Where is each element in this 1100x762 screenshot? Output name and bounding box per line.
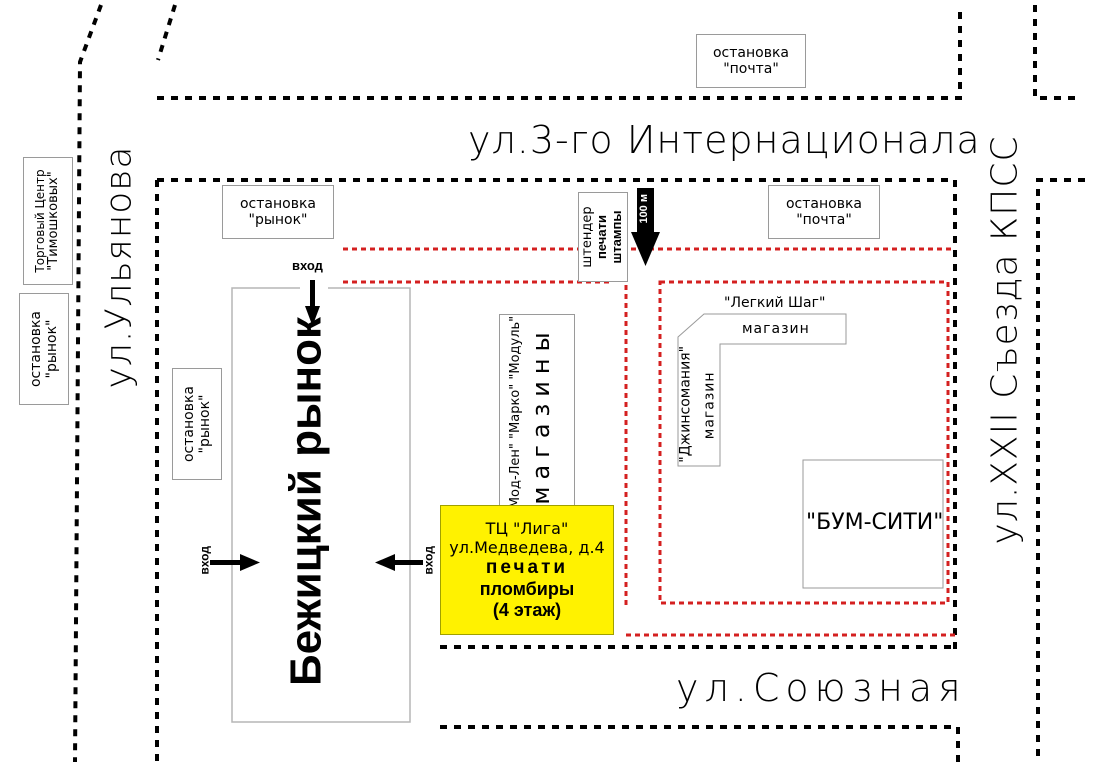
stop-rynok-left-name: "рынок" [197, 394, 213, 454]
stop-pochta-right-label: остановка [785, 195, 862, 212]
shops-label: "Мод-Лен" "Марко" "Модуль" магазины [499, 314, 575, 516]
stop-pochta-right: остановка "почта" [768, 185, 880, 239]
entrance-label-top: вход [292, 258, 323, 273]
road-edge-kpss-east [1036, 178, 1085, 762]
road-edges [73, 4, 1085, 762]
street-kpss: ул.XXII Съезда КПСС [984, 135, 1026, 545]
jeansomania-outline [677, 313, 847, 467]
entrance-label-right: вход [421, 546, 436, 575]
liga-floor: (4 этаж) [492, 600, 562, 620]
stender-label: штендер [580, 206, 595, 268]
stop-rynok-left-label: остановка [180, 386, 197, 463]
stender-stamps: штампы [608, 210, 624, 264]
tc-timoshkovykh-label: Торговый Центр [32, 169, 47, 273]
shops-title: магазины [527, 325, 555, 505]
road-edge-soyuznaya-south [440, 725, 960, 762]
stop-rynok-far-left-label: остановка [27, 311, 44, 388]
tc-timoshkovykh: Торговый Центр "Тимошковых" [23, 157, 73, 285]
stop-pochta-top-name: "почта" [723, 61, 779, 77]
road-edge-top-north-2 [156, 4, 177, 61]
liga-print: печати [485, 557, 569, 578]
stop-rynok-far-left: остановка "рынок" [19, 293, 69, 405]
market-name: Бежицкий рынок [281, 316, 331, 687]
liga-address: ул.Медведева, д.4 [449, 538, 605, 557]
stop-pochta-right-name: "почта" [796, 212, 852, 228]
arrows [210, 188, 660, 571]
legkiy-shag-type: магазин [742, 321, 810, 337]
legkiy-shag-name: "Легкий Шаг" [722, 295, 828, 311]
red-path-block [658, 280, 950, 605]
entrance-arrow-right [375, 554, 423, 571]
stop-rynok-top-name: "рынок" [248, 212, 308, 228]
road-edge-internationala-south [157, 178, 957, 650]
jeansomania-type: магазин [701, 371, 718, 440]
bum-city-label: "БУМ-СИТИ" [806, 510, 944, 535]
stop-pochta-top-label: остановка [712, 44, 789, 61]
liga-mall: ТЦ "Лига" ул.Медведева, д.4 печати пломб… [440, 505, 614, 635]
entrance-arrow-left [210, 554, 260, 571]
road-edge-top-north [73, 4, 103, 762]
street-internationala: ул.3-го Интернационала [468, 118, 981, 162]
bum-city-outline [802, 459, 944, 589]
stop-rynok-left: остановка "рынок" [172, 368, 222, 480]
stop-pochta-top: остановка "почта" [696, 34, 806, 88]
stop-rynok-top: остановка "рынок" [222, 185, 334, 239]
road-edge-ne [1033, 5, 1080, 100]
stop-rynok-far-left-name: "рынок" [44, 319, 60, 379]
shops-brands: "Мод-Лен" "Марко" "Модуль" [508, 315, 523, 515]
street-ulyanova: ул.Ульянова [98, 145, 140, 389]
liga-seals: пломбиры [479, 579, 575, 599]
liga-name: ТЦ "Лига" [485, 519, 569, 538]
market-outline [231, 287, 411, 723]
entrance-label-left: вход [197, 546, 212, 575]
road-edge-internationala-north [157, 5, 962, 100]
distance-label: 100 м [638, 194, 651, 224]
entrance-arrow-top [305, 280, 320, 326]
stender-sign: штендер печати штампы [578, 192, 628, 282]
jeansomania-name: "Джинсомания" [677, 345, 694, 463]
distance-arrow [631, 188, 660, 266]
stender-print: печати [594, 215, 610, 259]
tc-timoshkovykh-name: "Тимошковых" [46, 171, 62, 271]
stop-rynok-top-label: остановка [239, 195, 316, 212]
street-soyuznaya: ул.Союзная [676, 666, 967, 710]
